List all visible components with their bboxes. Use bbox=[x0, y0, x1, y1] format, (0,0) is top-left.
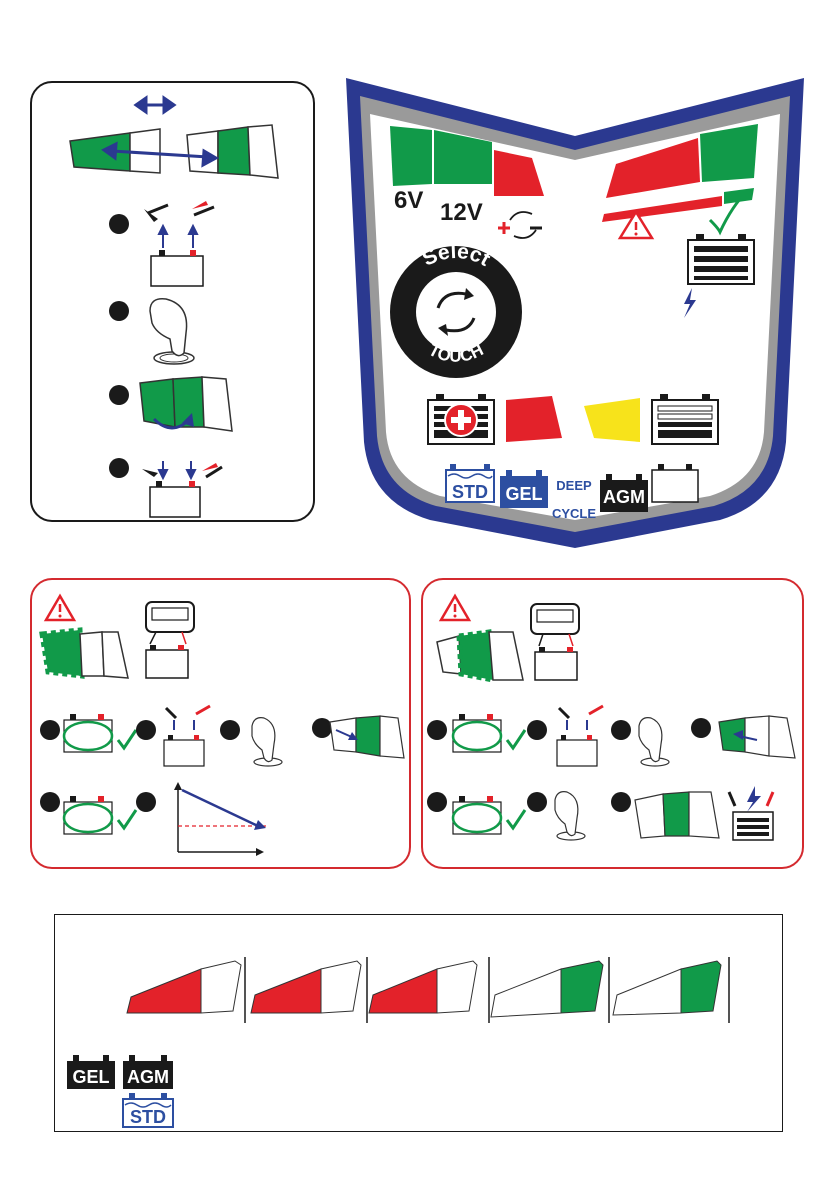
step-1-dot bbox=[109, 214, 129, 234]
step-5-dot bbox=[427, 792, 447, 812]
instructions-drawing bbox=[32, 83, 313, 520]
troubleshoot-panel-left bbox=[30, 578, 411, 869]
battery-icon bbox=[150, 481, 200, 517]
indicator-bar bbox=[635, 792, 719, 838]
voltage-12v-label: 12V bbox=[440, 199, 483, 226]
step-2-dot bbox=[527, 720, 547, 740]
checkmark-icon bbox=[507, 730, 525, 748]
step-2-dot bbox=[109, 301, 129, 321]
indicator-bar-5 bbox=[613, 961, 721, 1015]
discharge-graph-icon bbox=[174, 782, 268, 856]
step-4-dot bbox=[312, 718, 332, 738]
cycle-label: CYCLE bbox=[552, 506, 596, 521]
indicator-bar bbox=[330, 716, 404, 758]
warning-icon bbox=[46, 596, 74, 620]
clamp-battery-icon bbox=[557, 706, 603, 766]
battery-ok-icon bbox=[453, 714, 525, 752]
legend-agm: AGM bbox=[123, 1055, 173, 1089]
legend-std-label: STD bbox=[130, 1107, 166, 1127]
checkmark-icon bbox=[118, 810, 136, 828]
step-2-dot bbox=[136, 720, 156, 740]
lightning-icon bbox=[747, 786, 761, 812]
checkmark-icon bbox=[118, 730, 136, 748]
indicator-bar-3 bbox=[369, 961, 477, 1013]
std-label: STD bbox=[452, 482, 488, 502]
legend-gel: GEL bbox=[67, 1055, 115, 1089]
voltmeter-icon bbox=[531, 604, 579, 680]
indicator-bar-1 bbox=[127, 961, 241, 1013]
indicator-bar-2 bbox=[251, 961, 361, 1013]
indicator-table-drawing: GEL AGM STD bbox=[55, 915, 782, 1131]
warning-icon bbox=[441, 596, 469, 620]
checkmark-icon bbox=[507, 810, 525, 828]
voltmeter-icon bbox=[146, 602, 194, 678]
indicator-bar-right bbox=[187, 125, 278, 178]
legend-agm-label: AGM bbox=[127, 1067, 169, 1087]
finger-press-icon bbox=[252, 718, 282, 766]
deep-label: DEEP bbox=[556, 478, 592, 493]
step-5-dot bbox=[40, 792, 60, 812]
battery-icon bbox=[151, 250, 203, 286]
type-std: STD bbox=[446, 464, 494, 502]
battery-icon bbox=[652, 394, 718, 444]
troubleshoot-panel-right bbox=[421, 578, 804, 869]
battery-ok-icon bbox=[64, 714, 136, 752]
finger-press-icon bbox=[555, 792, 585, 840]
battery-icon bbox=[688, 234, 754, 284]
bidirectional-arrow-icon bbox=[136, 98, 174, 112]
legend-gel-label: GEL bbox=[72, 1067, 109, 1087]
step-6-dot bbox=[136, 792, 156, 812]
battery-ok-icon bbox=[64, 796, 136, 834]
indicator-bar bbox=[719, 716, 795, 758]
battery-icon bbox=[652, 464, 698, 502]
step-3-dot bbox=[109, 385, 129, 405]
battery-ok-icon bbox=[453, 796, 525, 834]
battery-charging-icon bbox=[729, 786, 773, 840]
step-1-dot bbox=[427, 720, 447, 740]
indicator-bar-4 bbox=[491, 961, 603, 1017]
step-1-dot bbox=[40, 720, 60, 740]
step-4-dot bbox=[691, 718, 711, 738]
gel-label: GEL bbox=[505, 484, 542, 504]
step-7-dot bbox=[611, 792, 631, 812]
agm-label: AGM bbox=[603, 487, 645, 507]
repair-indicator bbox=[506, 396, 562, 442]
indicator-bar bbox=[437, 632, 523, 680]
indicator-bar bbox=[42, 630, 128, 678]
step-6-dot bbox=[527, 792, 547, 812]
troubleshoot-left-drawing bbox=[32, 580, 409, 867]
voltage-6v-label: 6V bbox=[394, 187, 423, 214]
charger-control-panel: 6V 12V Select TOUCH bbox=[340, 72, 810, 550]
finger-press-icon bbox=[639, 718, 669, 766]
instructions-panel bbox=[30, 81, 315, 522]
troubleshoot-right-drawing bbox=[423, 580, 802, 867]
clamp-battery-icon bbox=[164, 706, 210, 766]
battery-repair-icon bbox=[428, 394, 494, 444]
clamp-icon-connected bbox=[142, 463, 222, 477]
indicator-table: GEL AGM STD bbox=[54, 914, 783, 1132]
clamp-icon bbox=[144, 201, 214, 222]
finger-press-icon bbox=[150, 299, 194, 364]
step-3-dot bbox=[220, 720, 240, 740]
legend-std: STD bbox=[123, 1093, 173, 1127]
step-4-dot bbox=[109, 458, 129, 478]
step-3-dot bbox=[611, 720, 631, 740]
